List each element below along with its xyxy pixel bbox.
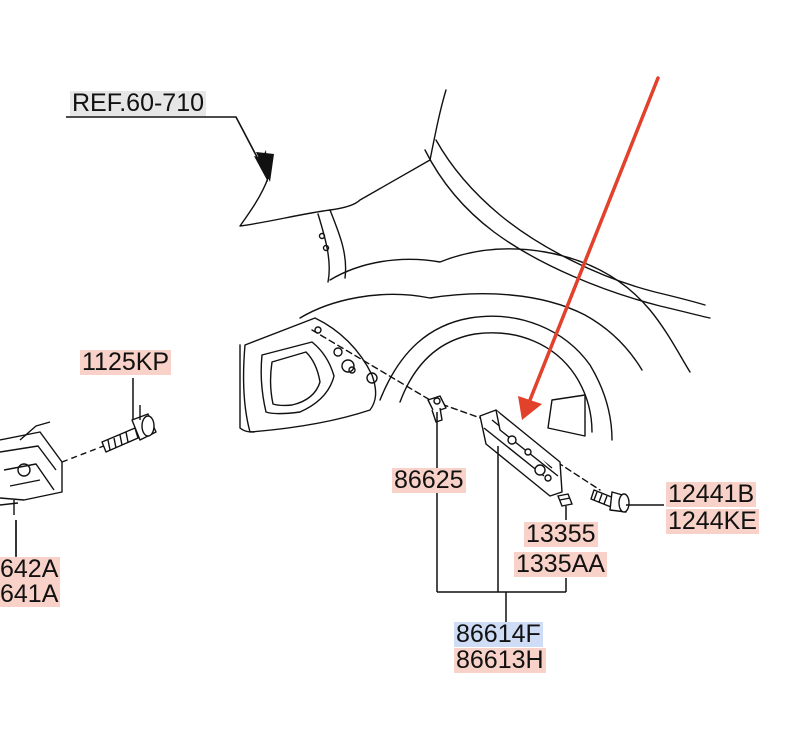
leader-arrowhead	[256, 152, 274, 182]
red-pointer-arrow	[518, 76, 660, 420]
car-body-outline	[239, 89, 711, 491]
label-86625: 86625	[392, 466, 466, 494]
label-1244ke: 1244KE	[666, 507, 759, 535]
label-12441b: 12441B	[666, 480, 757, 508]
nut-13355	[557, 493, 573, 507]
label-ref-60-710: REF.60-710	[70, 89, 207, 117]
label-641a: 641A	[0, 580, 61, 608]
label-642a: 642A	[0, 555, 61, 583]
label-86613h: 86613H	[454, 646, 546, 674]
label-86614f: 86614F	[454, 620, 543, 648]
ref-leader	[66, 116, 269, 179]
bolt-1125kp	[101, 405, 157, 453]
label-1335aa: 1335AA	[514, 550, 607, 578]
screw-12441b	[590, 489, 630, 513]
label-13355: 13355	[524, 520, 598, 548]
bracket-86614f	[479, 409, 563, 497]
label-leaders	[15, 378, 664, 622]
label-1125kp: 1125KP	[80, 348, 172, 376]
